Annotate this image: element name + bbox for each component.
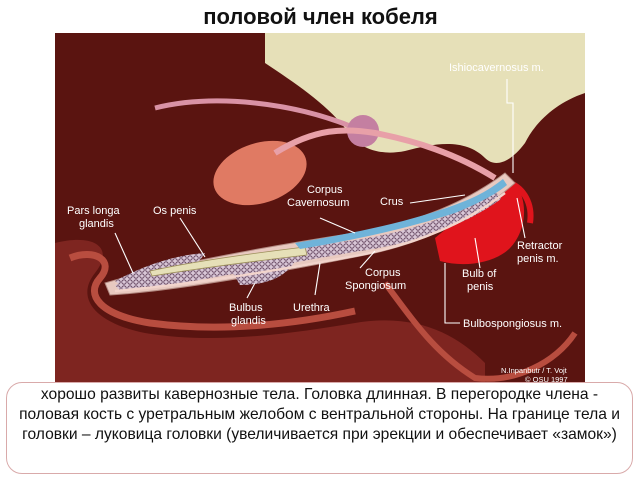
vas-deferens [273,127,497,181]
label-os-penis: Os penis [153,205,197,217]
pelvis-bone [265,33,585,163]
testis [213,140,307,206]
label-bulbus-glandis-line1: Bulbus [229,302,263,314]
urethra [114,192,506,293]
label-bulb-line2: penis [467,281,494,293]
label-crus: Crus [380,196,404,208]
prepuce-outline [68,251,356,331]
label-retractor-line2: penis m. [517,253,559,265]
caption-box: хорошо развиты кавернозные тела. Головка… [6,382,633,474]
label-urethra: Urethra [293,302,331,314]
leader-lines [114,79,526,324]
credit-authors: N.Inpanbutr / T. Vojt [501,366,568,375]
label-bulbus-glandis-line2: glandis [231,315,266,327]
label-ischiocavernosus: Ishiocavernosus m. [449,62,544,74]
label-bulb-line1: Bulb of [462,268,497,280]
corpus-cavernosum [295,179,507,249]
spermatic-cord [154,98,356,131]
os-penis [149,246,308,277]
label-corpus-spongiosum-line1: Corpus [365,267,401,279]
scrotum-outline [382,281,578,382]
abdominal-wall [55,239,485,388]
label-corpus-cavernosum-line2: Cavernosum [287,197,349,209]
anatomy-diagram: Ishiocavernosus m. Corpus Cavernosum Cru… [55,33,585,388]
label-retractor-line1: Retractor [517,240,563,252]
label-pars-longa-line2: glandis [79,218,114,230]
bulbospongiosus-muscle [435,183,525,265]
credit-copyright: © OSU 1997 [525,375,568,384]
label-bulbospongiosus: Bulbospongiosus m. [463,318,562,330]
label-corpus-spongiosum-line2: Spongiosum [345,280,406,292]
label-corpus-cavernosum-line1: Corpus [307,184,343,196]
label-pars-longa-line1: Pars longa [67,205,120,217]
caption-text: хорошо развиты кавернозные тела. Головка… [19,386,620,443]
slide-title: половой член кобеля [203,4,438,29]
